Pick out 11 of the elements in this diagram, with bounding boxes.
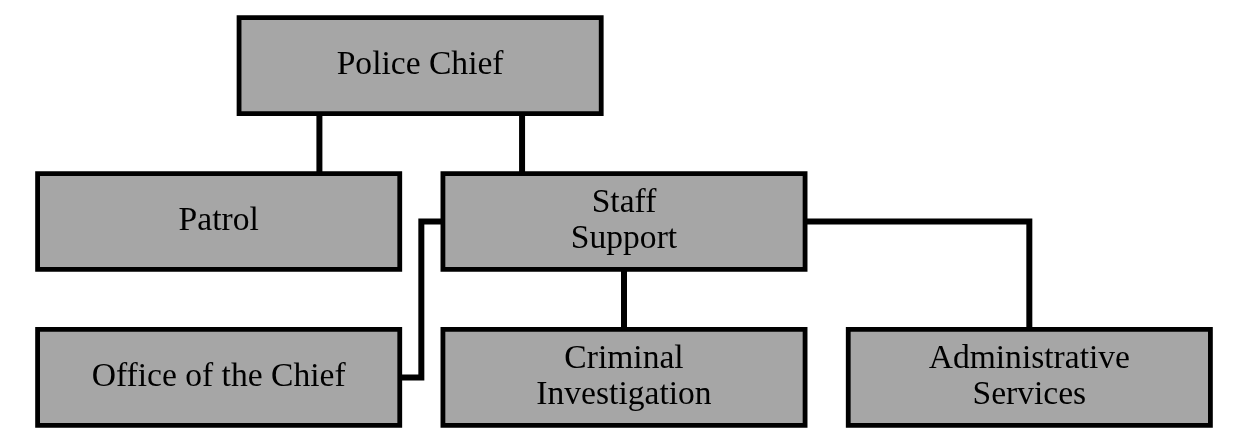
connector bbox=[620, 269, 627, 329]
node-box: Office of the Chief bbox=[34, 327, 402, 428]
node-box: Staff Support bbox=[440, 171, 807, 272]
node-box: Administrative Services bbox=[845, 327, 1213, 428]
connector bbox=[399, 218, 442, 381]
connector bbox=[518, 114, 525, 173]
node-box: Criminal Investigation bbox=[440, 327, 807, 428]
node-box: Police Chief bbox=[236, 15, 604, 116]
node-box: Patrol bbox=[34, 171, 402, 272]
connector bbox=[315, 114, 322, 173]
connector bbox=[804, 218, 1032, 329]
